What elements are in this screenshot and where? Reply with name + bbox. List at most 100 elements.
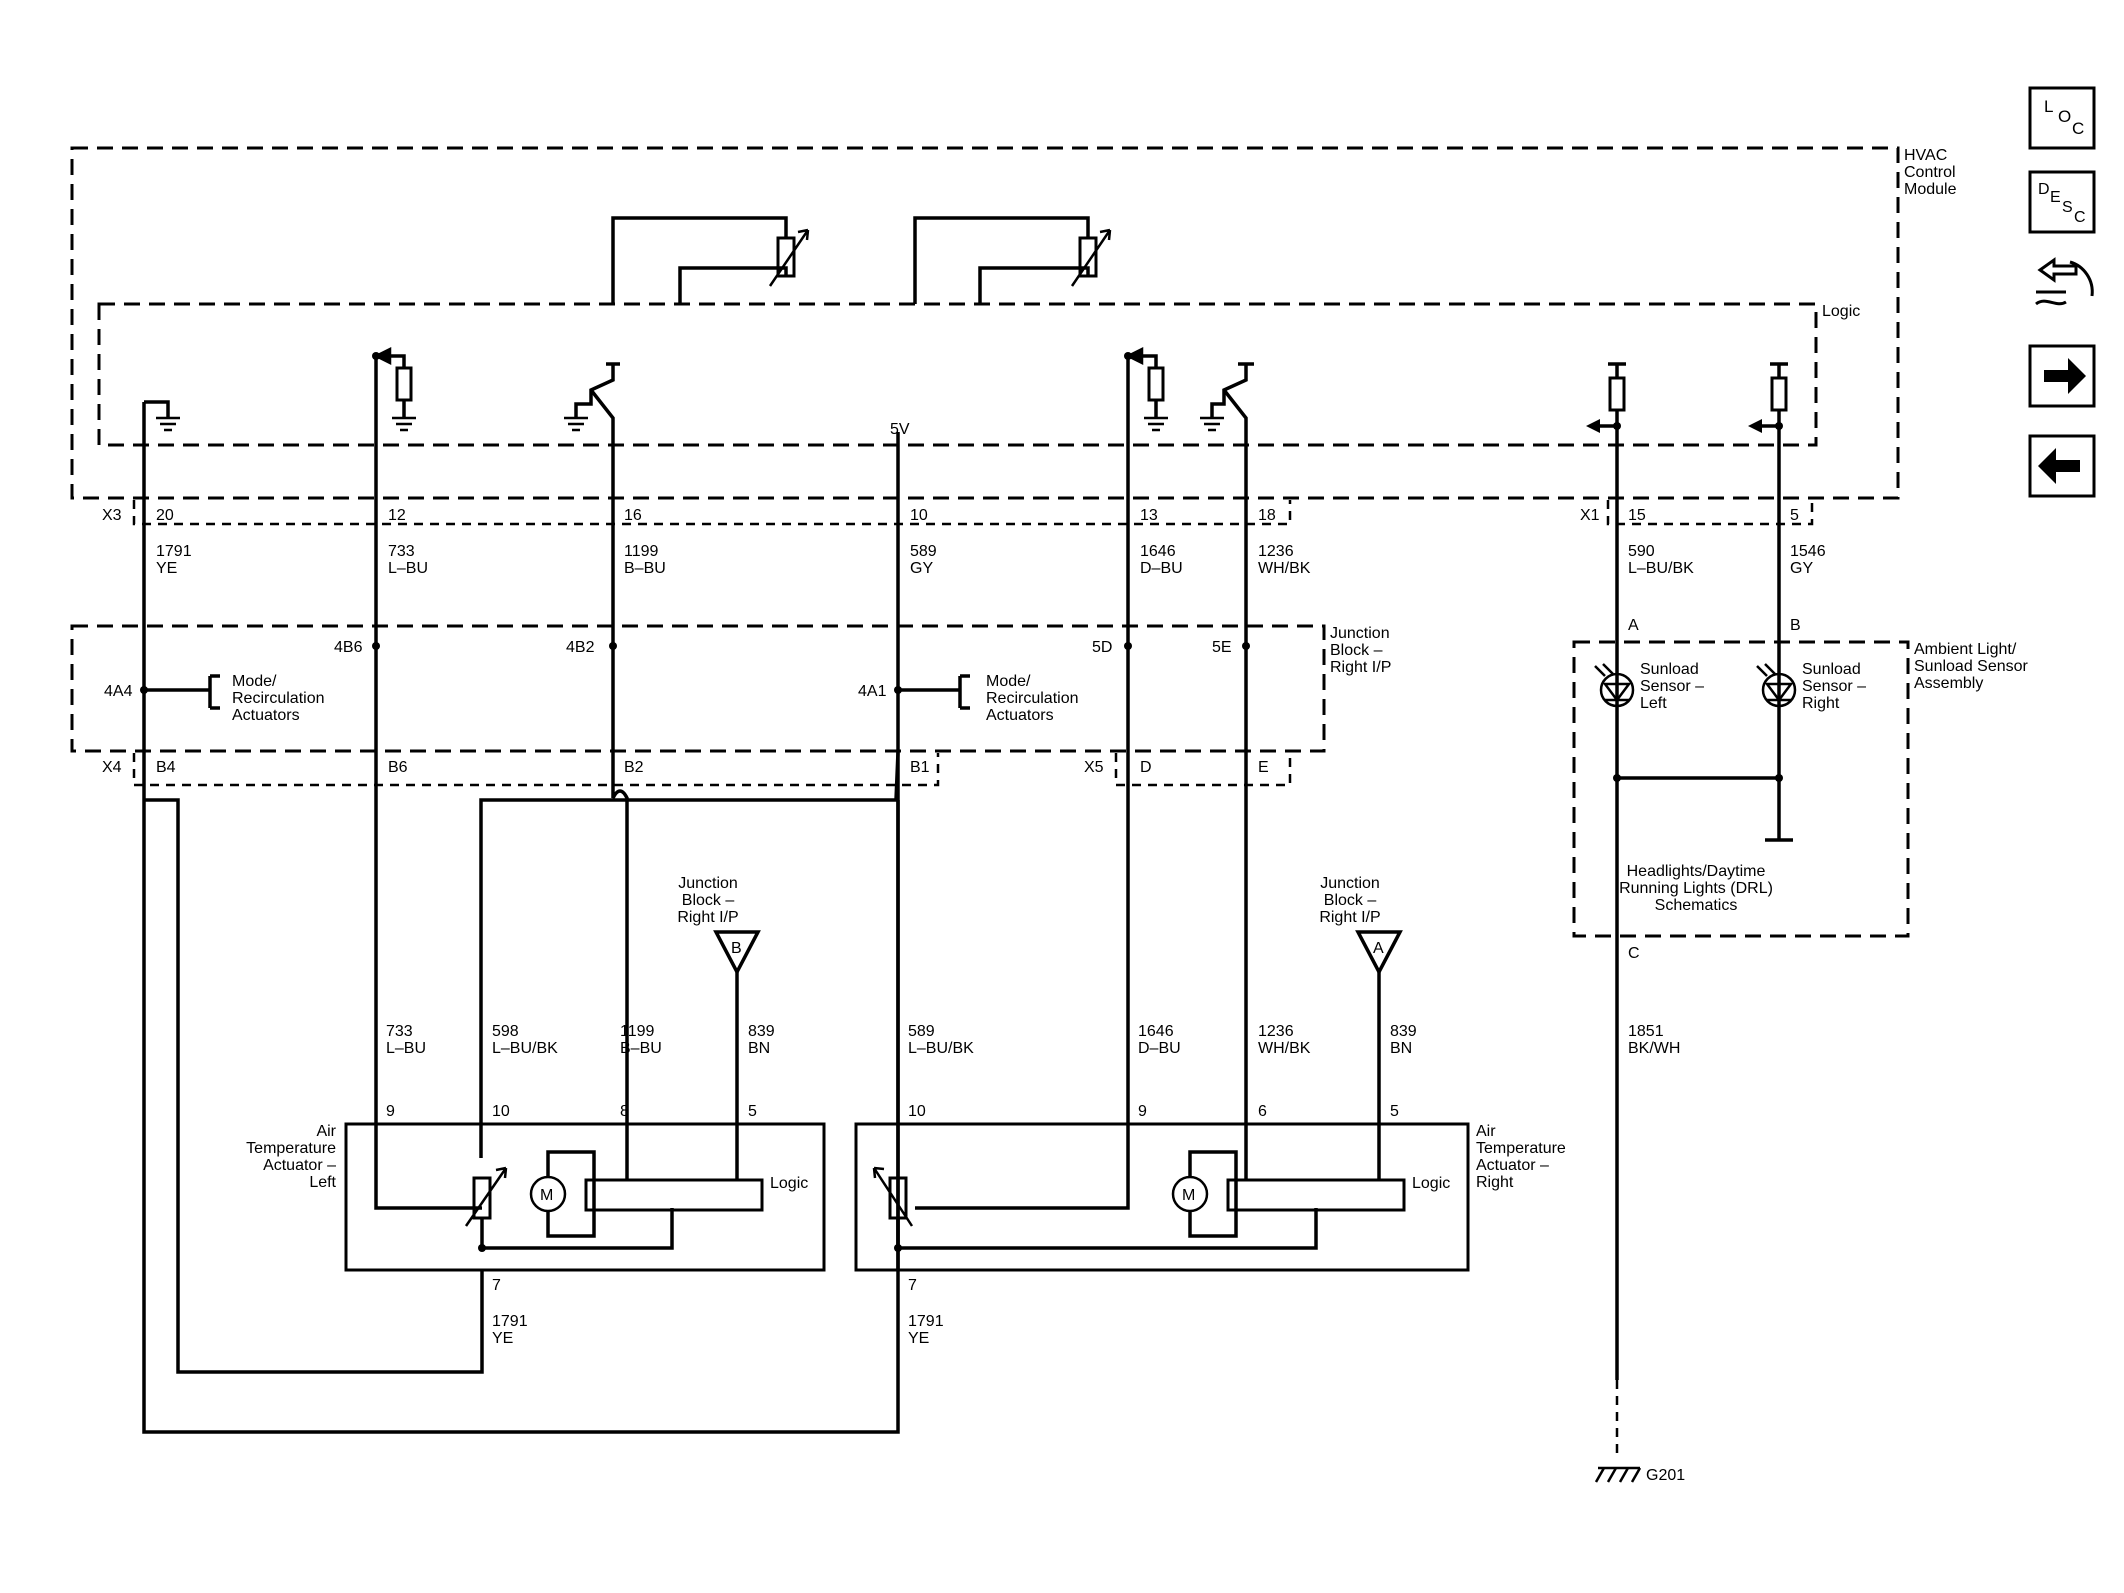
logic-right-label: Logic xyxy=(1412,1175,1450,1192)
next-page-button[interactable] xyxy=(2028,344,2096,408)
reference-b-icon xyxy=(713,930,761,976)
arrow-left-icon xyxy=(373,346,392,366)
reference-a-icon xyxy=(1355,930,1403,976)
arrow-left-icon xyxy=(2038,448,2080,484)
x4-label: X4 xyxy=(102,759,122,776)
pin12-pulldown-resistor xyxy=(395,366,413,402)
actuator-left-pin-8: 8 xyxy=(620,1103,629,1120)
light-rays-right-icon xyxy=(1756,663,1776,677)
nav-desc-button[interactable]: D E S C xyxy=(2028,170,2096,234)
x5-label: X5 xyxy=(1084,759,1104,776)
drl-reference-stub xyxy=(1765,778,1793,842)
ground-icon xyxy=(1144,416,1168,432)
actuator-left-pin-5: 5 xyxy=(748,1103,757,1120)
ground-icon xyxy=(564,416,588,432)
pin18-switch xyxy=(1210,362,1254,418)
jb-5d-label: 5D xyxy=(1092,639,1112,656)
logic-title: Logic xyxy=(1822,303,1860,320)
ground-g201-icon xyxy=(1594,1466,1642,1483)
left-actuator-return xyxy=(480,1208,674,1250)
node-pin12 xyxy=(372,352,380,360)
sunload-sensor-left-icon xyxy=(1599,672,1635,708)
mode-recirc-right-stub xyxy=(898,674,970,710)
arrow-right-icon xyxy=(2044,358,2086,394)
pin15-pullup-resistor xyxy=(1608,376,1626,412)
junction-block-box xyxy=(70,624,1326,753)
x4-connector-outline xyxy=(132,753,940,787)
actuator-right-pin-5: 5 xyxy=(1390,1103,1399,1120)
loc-letter-c: C xyxy=(2072,119,2084,138)
motor-right-label: M xyxy=(1182,1187,1195,1204)
air-temp-actuator-right-box xyxy=(854,1122,1470,1272)
jb-4b6-label: 4B6 xyxy=(334,639,363,656)
feedback-pot-right-arrow xyxy=(872,1166,914,1227)
ground-icon xyxy=(392,416,416,432)
pot-left-resistor xyxy=(776,236,796,278)
left-actuator-node xyxy=(478,1244,486,1252)
logic-box xyxy=(97,302,1818,447)
b1-label: B1 xyxy=(910,759,930,776)
connector-view-icon[interactable] xyxy=(2035,257,2094,306)
motor-left-label: M xyxy=(540,1187,553,1204)
arrow-left-icon xyxy=(1586,419,1600,433)
pin13-pulldown-resistor xyxy=(1147,366,1165,402)
reference-a-letter: A xyxy=(1373,940,1384,957)
pot-left-arrow xyxy=(768,228,810,287)
logic-left-label: Logic xyxy=(770,1175,808,1192)
previous-page-button[interactable] xyxy=(2028,434,2096,498)
jb-5e-label: 5E xyxy=(1212,639,1232,656)
pin16-switch-arm xyxy=(589,388,615,432)
x3-connector-outline xyxy=(132,500,1292,526)
pin-5-label: 5 xyxy=(1790,507,1799,524)
five-volt-label: 5V xyxy=(890,421,910,438)
right-actuator-return xyxy=(896,1208,1318,1250)
pin-18-label: 18 xyxy=(1258,507,1276,524)
d-label: D xyxy=(1140,759,1152,776)
logic-right-block xyxy=(1226,1178,1406,1212)
pin-13-label: 13 xyxy=(1140,507,1158,524)
x1-connector-outline xyxy=(1606,500,1814,526)
desc-letter-e: E xyxy=(2050,189,2061,206)
wire-1791-ye-main xyxy=(142,402,900,1434)
hvac-control-module-box xyxy=(70,146,1900,500)
pin16-switch xyxy=(574,362,620,418)
splice-4b2 xyxy=(609,642,617,650)
e-label: E xyxy=(1258,759,1269,776)
desc-letter-d: D xyxy=(2038,181,2050,198)
jb-4a1-label: 4A1 xyxy=(858,683,887,700)
pin-12-label: 12 xyxy=(388,507,406,524)
sensor-pin-a-label: A xyxy=(1628,617,1639,634)
pin-16-label: 16 xyxy=(624,507,642,524)
pot-right-resistor xyxy=(1078,236,1098,278)
wire-1646-dbu xyxy=(915,356,1130,1210)
desc-letter-c: C xyxy=(2074,209,2086,226)
arrow-left-icon xyxy=(1748,419,1762,433)
light-rays-left-icon xyxy=(1594,663,1614,677)
feedback-pot-left-arrow xyxy=(464,1166,508,1227)
air-temp-actuator-left-box xyxy=(344,1122,826,1272)
nav-loc-button[interactable]: L O C xyxy=(2028,86,2096,150)
pin5-supply xyxy=(1770,362,1788,378)
x5-connector-outline xyxy=(1114,753,1292,787)
pin15-supply xyxy=(1608,362,1626,378)
splice-5e xyxy=(1242,642,1250,650)
ground-icon xyxy=(156,416,180,432)
photodiode-right-icon xyxy=(1764,682,1794,703)
actuator-right-pin-10: 10 xyxy=(908,1103,926,1120)
